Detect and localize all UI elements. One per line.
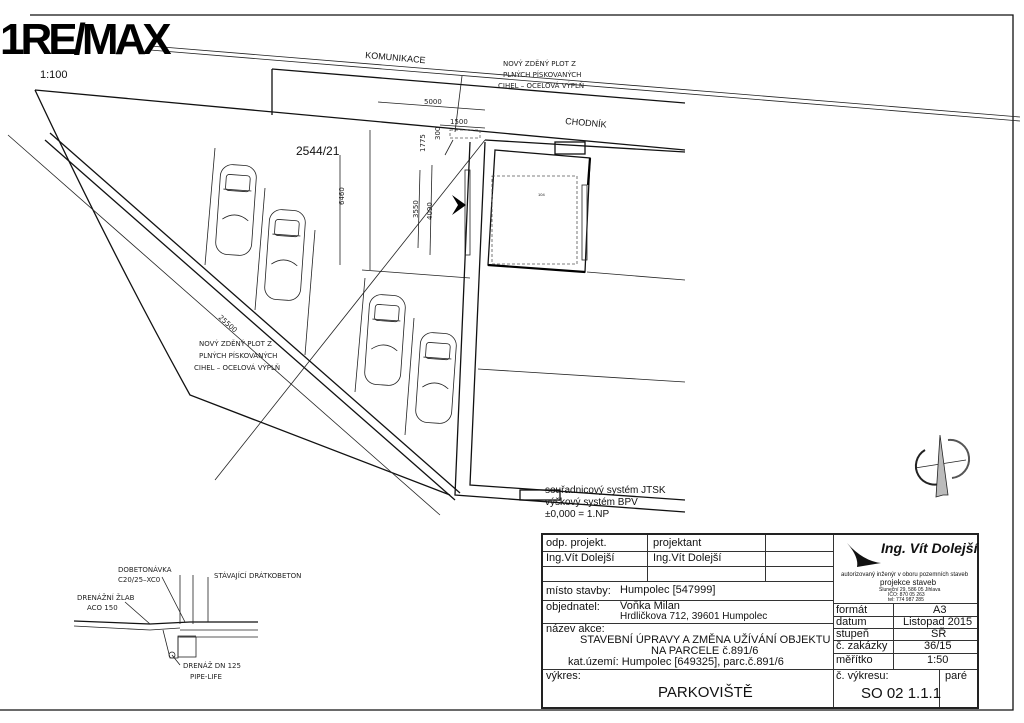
detail-zlab-2: ACO 150 <box>87 604 118 612</box>
entrance-arrow-icon <box>452 195 466 215</box>
dim-300: 300 <box>434 127 442 140</box>
room-number: 104 <box>538 192 545 197</box>
format-value: A3 <box>933 604 947 616</box>
dim-1775: 1775 <box>419 134 427 152</box>
cislo-vykresu-label: č. výkresu: <box>836 670 889 682</box>
vykres-value: PARKOVIŠTĚ <box>658 684 753 701</box>
misto-value: Humpolec [547999] <box>620 584 716 596</box>
height-system-note: výškový systém BPV <box>545 497 638 508</box>
road-lines <box>34 45 1021 151</box>
coordinate-system-note: souřadnicový systém JTSK <box>545 485 666 496</box>
dim-1500: 1500 <box>450 118 468 126</box>
dim-3550: 3550 <box>412 200 420 218</box>
detail-drenaz-1: DRENÁŽ DN 125 <box>183 661 241 670</box>
fence-note-left-2: PLNÝCH PÍSKOVANÝCH <box>199 351 277 360</box>
drawing-scale: 1:100 <box>40 69 68 81</box>
detail-drenaz-2: PIPE-LIFE <box>190 673 222 681</box>
misto-label: místo stavby: <box>546 585 611 597</box>
firm-name: Ing. Vít Dolejší <box>881 540 978 556</box>
north-arrow-icon <box>914 434 971 498</box>
car-icon <box>364 294 406 386</box>
cislo-vykresu-value: SO 02 1.1.1 <box>861 685 942 702</box>
sheet-frame <box>0 14 1014 711</box>
vykres-label: výkres: <box>546 670 581 682</box>
nazev-label: název akce: <box>546 623 605 635</box>
fence-note-top-2: PLNÝCH PÍSKOVANÝCH <box>503 70 581 79</box>
road-label: KOMUNIKACE <box>365 50 426 65</box>
zakazka-label: č. zakázky <box>836 640 888 652</box>
dim-4090: 4090 <box>426 202 434 220</box>
firm-logo-sail-icon <box>847 543 881 567</box>
firm-line-3: Sluneční 29, 586 05 Jihlava <box>879 587 941 593</box>
detail-zlab-1: DRENÁŽNÍ ŽLAB <box>77 593 135 602</box>
nazev-line-1: STAVEBNÍ ÚPRAVY A ZMĚNA UŽÍVÁNÍ OBJEKTU <box>580 634 831 646</box>
zero-level-note: ±0,000 = 1.NP <box>545 509 609 520</box>
nazev-line-2: NA PARCELE č.891/6 <box>651 645 759 657</box>
objednatel-value: Voňka Milan <box>620 600 680 612</box>
detail-dobetonavka-2: C20/25–XC0 <box>118 576 160 584</box>
fence-note-left-1: NOVÝ ZDĚNÝ PLOT Z <box>199 339 272 348</box>
format-label: formát <box>836 604 868 616</box>
datum-value: Listopad 2015 <box>903 616 973 628</box>
odp-projekt-label: odp. projekt. <box>546 537 607 549</box>
stupen-value: SŘ <box>931 628 947 640</box>
stupen-label: stupeň <box>836 628 870 640</box>
room-outline <box>491 175 578 265</box>
projektant-label: projektant <box>653 537 702 549</box>
watermark-logo: 1RE/MAX <box>0 15 172 64</box>
parcel-label: 2544/21 <box>296 144 340 158</box>
title-block: odp. projekt. Ing.Vít Dolejší projektant… <box>541 533 979 709</box>
fence-note-top-3: CIHEL – OCELOVÁ VÝPLŇ <box>498 81 584 90</box>
building <box>452 139 686 513</box>
fence-note-left-3: CIHEL – OCELOVÁ VÝPLŇ <box>194 363 280 372</box>
cars <box>215 164 457 424</box>
objednatel-address: Hrdličkova 712, 39601 Humpolec <box>620 611 768 622</box>
section-detail <box>73 575 258 666</box>
projektant-value: Ing.Vít Dolejší <box>653 552 722 564</box>
zakazka-value: 36/15 <box>924 640 952 652</box>
fence-note-top-1: NOVÝ ZDĚNÝ PLOT Z <box>503 59 576 68</box>
car-icon <box>215 164 257 256</box>
odp-projekt-value: Ing.Vít Dolejší <box>546 552 615 564</box>
firm-line-4: IČO: 870 05 263 <box>888 592 925 598</box>
firm-line-1: autorizovaný inženýr v oboru pozemních s… <box>841 572 969 578</box>
plot-boundary <box>7 89 486 516</box>
dim-25500: 25500 <box>217 314 239 335</box>
firm-line-2: projekce staveb <box>880 578 937 587</box>
objednatel-label: objednatel: <box>546 601 600 613</box>
nazev-line-3: kat.území: Humpolec [649325], parc.č.891… <box>568 656 784 668</box>
car-icon <box>264 209 306 301</box>
pare-label: paré <box>945 670 968 682</box>
firm-line-5: tel: 774 987 285 <box>888 597 924 603</box>
dimension-lines <box>339 75 486 265</box>
detail-stavajici: STÁVAJÍCÍ DRÁTKOBETON <box>214 571 301 580</box>
meritko-value: 1:50 <box>927 654 949 666</box>
sidewalk-label: CHODNÍK <box>565 116 607 130</box>
detail-dobetonavka-1: DOBETONÁVKA <box>118 565 172 574</box>
meritko-label: měřítko <box>836 654 873 666</box>
datum-label: datum <box>836 616 867 628</box>
dim-5000: 5000 <box>424 98 442 106</box>
car-icon <box>415 332 457 424</box>
dim-6460: 6460 <box>338 187 346 205</box>
